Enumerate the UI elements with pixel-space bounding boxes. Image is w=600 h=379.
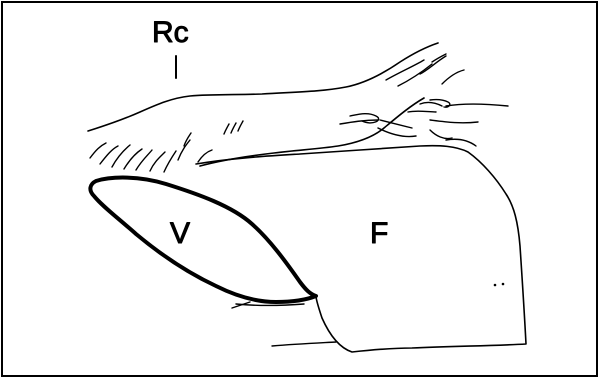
label-v: V (170, 217, 190, 250)
lower-fibers (232, 302, 336, 346)
rc-structure-upper-outline (88, 43, 438, 131)
v-region-outline (90, 178, 316, 302)
rc-structure-lower-outline (200, 98, 424, 166)
label-f: F (370, 217, 388, 250)
branching-fibers-right (340, 54, 508, 146)
f-dots (494, 283, 505, 287)
label-rc: Rc (152, 16, 189, 49)
f-region-outline (196, 146, 526, 352)
rc-hatching (90, 121, 243, 172)
